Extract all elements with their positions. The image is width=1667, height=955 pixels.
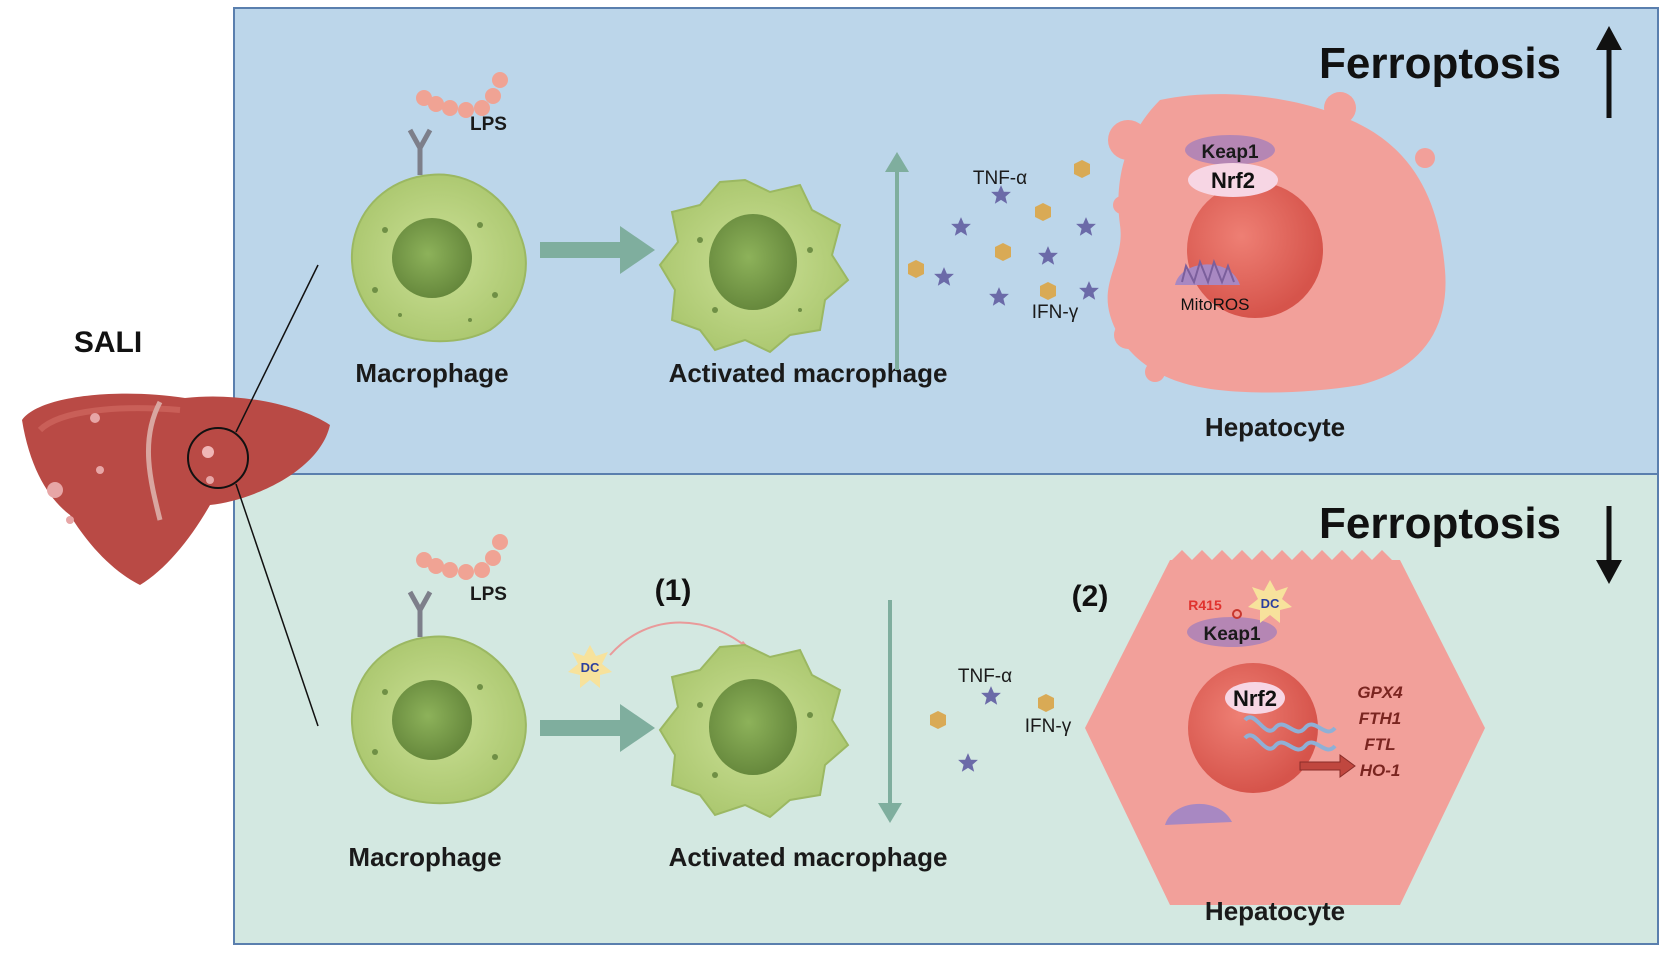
cytokines-top (908, 160, 1099, 306)
arrow-down-icon (1596, 506, 1622, 584)
lps-label-top: LPS (470, 114, 507, 135)
hepatocyte-cell-top (1107, 92, 1446, 393)
nrf2-protein-bottom (1225, 682, 1285, 714)
tnf-label-bottom: TNF-α (958, 666, 1012, 687)
tnf-label-top: TNF-α (973, 168, 1027, 189)
inhibition-line (609, 621, 751, 656)
hepatocyte-cell-bottom (1085, 550, 1485, 905)
keap1-label-top: Keap1 (1201, 142, 1258, 163)
transition-arrow-top (540, 226, 655, 274)
hepatocyte-label-bottom: Hepatocyte (1205, 896, 1345, 926)
keap1-label-bottom: Keap1 (1203, 624, 1260, 645)
zoom-circle (187, 427, 249, 489)
mitochondria-bottom (1165, 803, 1232, 825)
macrophage-cell-top (350, 173, 527, 343)
liver-illustration (22, 393, 330, 585)
lps-molecule-bottom (416, 534, 508, 580)
hepatocyte-nucleus-bottom (1188, 663, 1318, 793)
receptor-icon (407, 128, 433, 175)
keap1-protein-bottom (1187, 617, 1277, 647)
step-2-label: (2) (1072, 580, 1109, 613)
gene-gpx4: GPX4 (1357, 683, 1403, 702)
keap1-protein-top (1185, 135, 1275, 165)
ferroptosis-heading-bottom: Ferroptosis (1319, 499, 1561, 548)
dna-icon (1243, 715, 1337, 734)
cytokines-bottom (930, 686, 1054, 772)
gene-ho1: HO-1 (1360, 761, 1401, 780)
dc-label-2: DC (1261, 596, 1280, 611)
mitoros-label: MitoROS (1181, 295, 1250, 314)
ferroptosis-heading-top: Ferroptosis (1319, 39, 1561, 88)
activated-macrophage-label-top: Activated macrophage (669, 358, 948, 388)
transcription-arrow (1299, 754, 1356, 778)
ifn-label-top: IFN-γ (1032, 302, 1079, 323)
dc-compound-icon-2 (1248, 580, 1292, 623)
arrow-up-icon (1596, 26, 1622, 118)
hepatocyte-label-top: Hepatocyte (1205, 412, 1345, 442)
nrf2-label-bottom: Nrf2 (1233, 686, 1277, 711)
dc-label-1: DC (581, 660, 600, 675)
sali-title: SALI (74, 326, 142, 359)
gene-fth1: FTH1 (1359, 709, 1402, 728)
transition-arrow-bottom (540, 704, 655, 752)
macrophage-label-bottom: Macrophage (348, 842, 501, 872)
gene-ftl: FTL (1364, 735, 1395, 754)
receptor-icon-bottom (407, 590, 433, 637)
r415-label: R415 (1188, 597, 1222, 613)
macrophage-cell-bottom (350, 635, 527, 805)
activated-macrophage-cell-bottom (658, 643, 850, 819)
dc-compound-icon-1 (568, 645, 612, 688)
zoom-line-bottom (235, 483, 319, 727)
macrophage-label-top: Macrophage (355, 358, 508, 388)
activated-macrophage-cell-top (658, 178, 850, 354)
ifn-label-bottom: IFN-γ (1025, 716, 1072, 737)
lps-molecule (416, 72, 508, 118)
step-1-label: (1) (655, 574, 692, 607)
nrf2-label-top: Nrf2 (1211, 168, 1255, 193)
nrf2-protein-top (1188, 163, 1278, 197)
zoom-line-top (235, 264, 319, 433)
lps-label-bottom: LPS (470, 584, 507, 605)
gene-list: GPX4 FTH1 FTL HO-1 (1357, 683, 1403, 780)
activated-macrophage-label-bottom: Activated macrophage (669, 842, 948, 872)
